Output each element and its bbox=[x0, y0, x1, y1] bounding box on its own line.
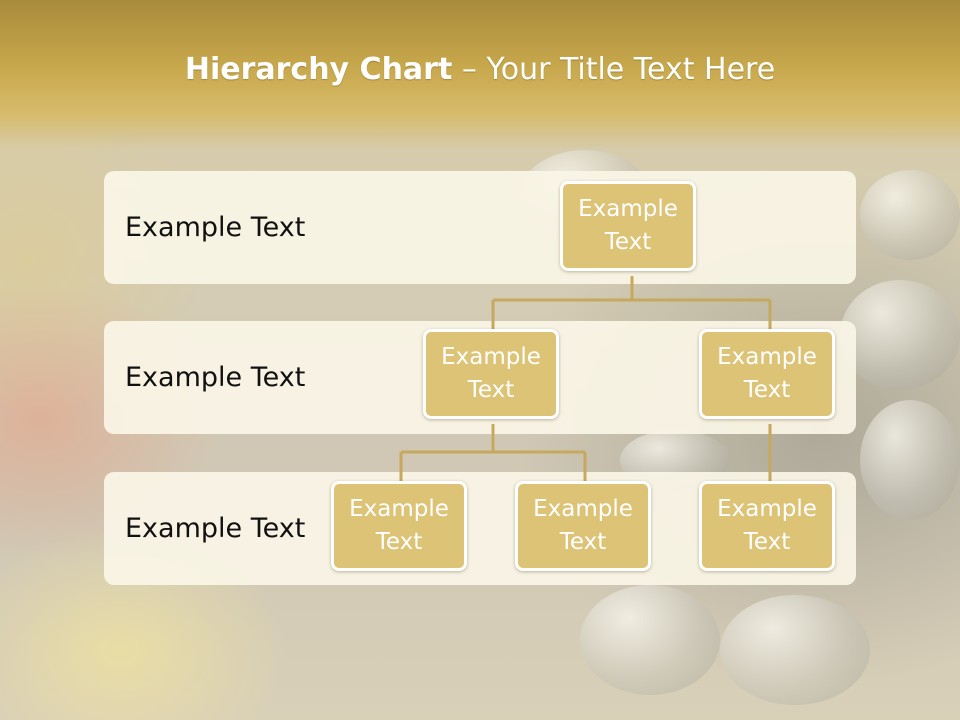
node-level3-right[interactable]: Example Text bbox=[699, 481, 835, 571]
node-level2-right-label: Example Text bbox=[717, 344, 817, 403]
connector-root-to-level2 bbox=[491, 276, 772, 330]
page-title: Hierarchy Chart – Your Title Text Here bbox=[0, 52, 960, 87]
node-root-label: Example Text bbox=[578, 196, 678, 255]
title-bold: Hierarchy Chart bbox=[184, 52, 453, 87]
node-level2-right[interactable]: Example Text bbox=[699, 329, 835, 419]
background-pebble bbox=[720, 595, 870, 705]
level-band-1: Example Text bbox=[104, 171, 856, 284]
level-label-1: Example Text bbox=[125, 212, 306, 243]
background-pebble bbox=[860, 170, 960, 260]
node-level3-left[interactable]: Example Text bbox=[331, 481, 467, 571]
background-pebble bbox=[840, 280, 960, 390]
node-level3-left-label: Example Text bbox=[349, 496, 449, 555]
level-label-2: Example Text bbox=[125, 362, 306, 393]
node-level3-middle-label: Example Text bbox=[533, 496, 633, 555]
title-separator: – bbox=[452, 52, 487, 87]
background-pebble bbox=[860, 400, 960, 520]
background-pebble bbox=[580, 585, 720, 695]
title-rest: Your Title Text Here bbox=[486, 52, 776, 87]
node-level3-right-label: Example Text bbox=[717, 496, 817, 555]
title-bar bbox=[0, 0, 960, 150]
node-level2-left[interactable]: Example Text bbox=[423, 329, 559, 419]
node-root[interactable]: Example Text bbox=[560, 181, 696, 271]
node-level2-left-label: Example Text bbox=[441, 344, 541, 403]
level-label-3: Example Text bbox=[125, 513, 306, 544]
node-level3-middle[interactable]: Example Text bbox=[515, 481, 651, 571]
connector-level2left-to-level3 bbox=[399, 424, 587, 482]
